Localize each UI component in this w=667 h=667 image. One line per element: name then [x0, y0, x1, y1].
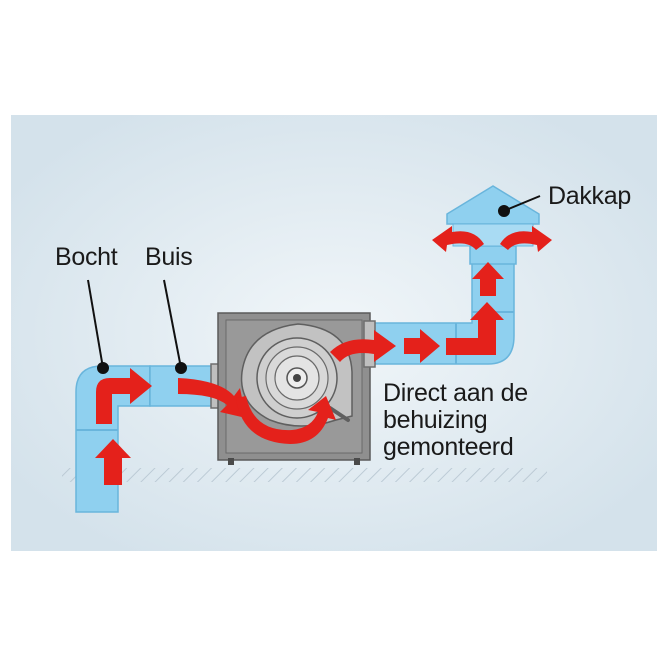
label-direct-line-1: Direct aan de: [383, 379, 528, 407]
flow-arrow-icon: [95, 439, 131, 485]
flow-arrow-icon: [432, 226, 484, 252]
flow-arrow-icon: [330, 330, 396, 362]
flow-arrow-icon: [236, 396, 336, 444]
flow-arrow-icon: [404, 329, 440, 363]
leader-buis: [163, 279, 182, 369]
leader-dakkap: [505, 195, 541, 211]
housing-foot-left: [228, 458, 234, 465]
flow-arrow-icon: [96, 368, 152, 424]
flow-arrow-icon: [178, 378, 246, 418]
flow-arrow-icon: [472, 262, 504, 296]
label-direct-line-2: behuizing: [383, 406, 488, 434]
housing-foot-right: [354, 458, 360, 465]
floor-hatch: [62, 468, 547, 482]
leader-lines: [87, 195, 541, 374]
leader-bocht: [87, 279, 104, 369]
flow-arrow-icon: [500, 226, 552, 252]
flow-arrow-icon: [446, 302, 504, 355]
label-direct-line-3: gemonteerd: [383, 433, 514, 461]
label-dakkap: Dakkap: [548, 182, 631, 210]
label-buis: Buis: [145, 243, 193, 271]
label-direct-mounted: Direct aan de behuizing gemonteerd: [383, 380, 528, 461]
airflow-arrows: [95, 226, 552, 485]
fan-wheel-icon: [240, 323, 353, 427]
label-bocht: Bocht: [55, 243, 118, 271]
